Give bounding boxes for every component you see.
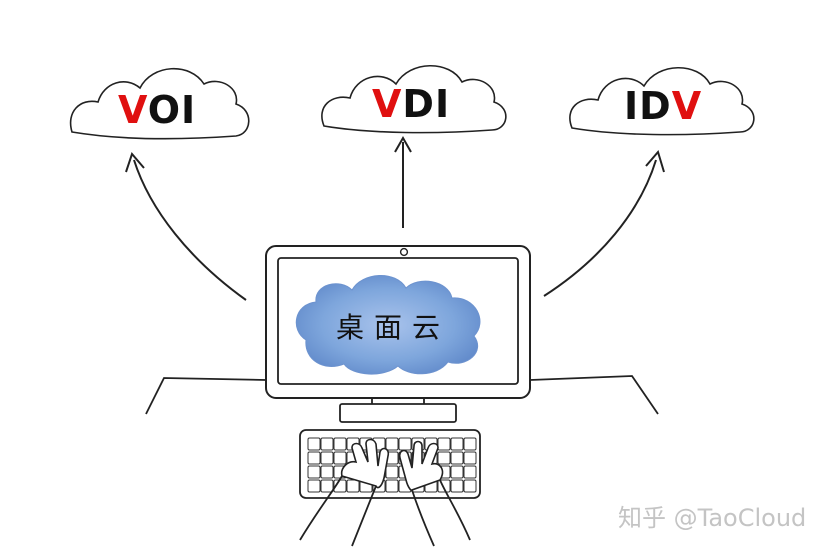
keyboard-key (450, 465, 464, 479)
cloud-label-voi-highlight: V (118, 88, 148, 132)
desk (145, 375, 659, 415)
keyboard-key (320, 451, 334, 465)
webcam-icon (399, 247, 409, 257)
left-hand (340, 438, 390, 489)
keyboard-key (385, 479, 399, 493)
keyboard-key (307, 465, 321, 479)
keyboard-key (307, 479, 321, 493)
keyboard-key (333, 437, 347, 451)
keyboard-key (385, 465, 399, 479)
cloud-label-vdi: VDI (372, 82, 450, 126)
arrow-head-vdi (394, 135, 412, 153)
cloud-label-voi-rest: OI (147, 88, 197, 132)
arrow-to-voi (133, 159, 247, 301)
keyboard-key (437, 451, 451, 465)
keyboard-key (320, 465, 334, 479)
keyboard-key (463, 437, 477, 451)
keyboard-key (450, 479, 464, 493)
keyboard-key (450, 437, 464, 451)
keyboard-key (320, 437, 334, 451)
arrow-head-idv (645, 149, 665, 173)
keyboard-key (346, 479, 360, 493)
left-arm (299, 475, 377, 547)
keyboard-key (463, 479, 477, 493)
monitor-stand (339, 403, 457, 423)
keyboard-key (385, 437, 399, 451)
watermark: 知乎 @TaoCloud (618, 504, 807, 532)
keyboard-key (450, 451, 464, 465)
cloud-label-idv-rest: ID (624, 84, 672, 128)
arrow-head-voi (125, 152, 145, 173)
keyboard-key (307, 437, 321, 451)
cloud-vdi-outline (321, 64, 507, 134)
keyboard-key (463, 451, 477, 465)
screen-cloud (295, 275, 481, 375)
right-hand (398, 440, 444, 492)
cloud-label-vdi-highlight: V (372, 82, 403, 126)
keyboard-key (307, 451, 321, 465)
cloud-voi-outline (69, 67, 250, 140)
arrow-to-idv (543, 159, 657, 297)
keyboard-key (333, 451, 347, 465)
cloud-label-voi: VOI (118, 88, 196, 132)
keyboard-key (320, 479, 334, 493)
right-arm (411, 479, 471, 547)
cloud-label-idv-highlight: V (671, 84, 703, 128)
keyboard-key (463, 465, 477, 479)
cloud-label-vdi-rest: DI (402, 82, 451, 126)
keyboard-key (437, 437, 451, 451)
cloud-label-idv: IDV (624, 84, 702, 128)
keyboard-key (398, 437, 412, 451)
screen-label: 桌面云 (335, 311, 450, 344)
cloud-idv-outline (569, 66, 755, 136)
